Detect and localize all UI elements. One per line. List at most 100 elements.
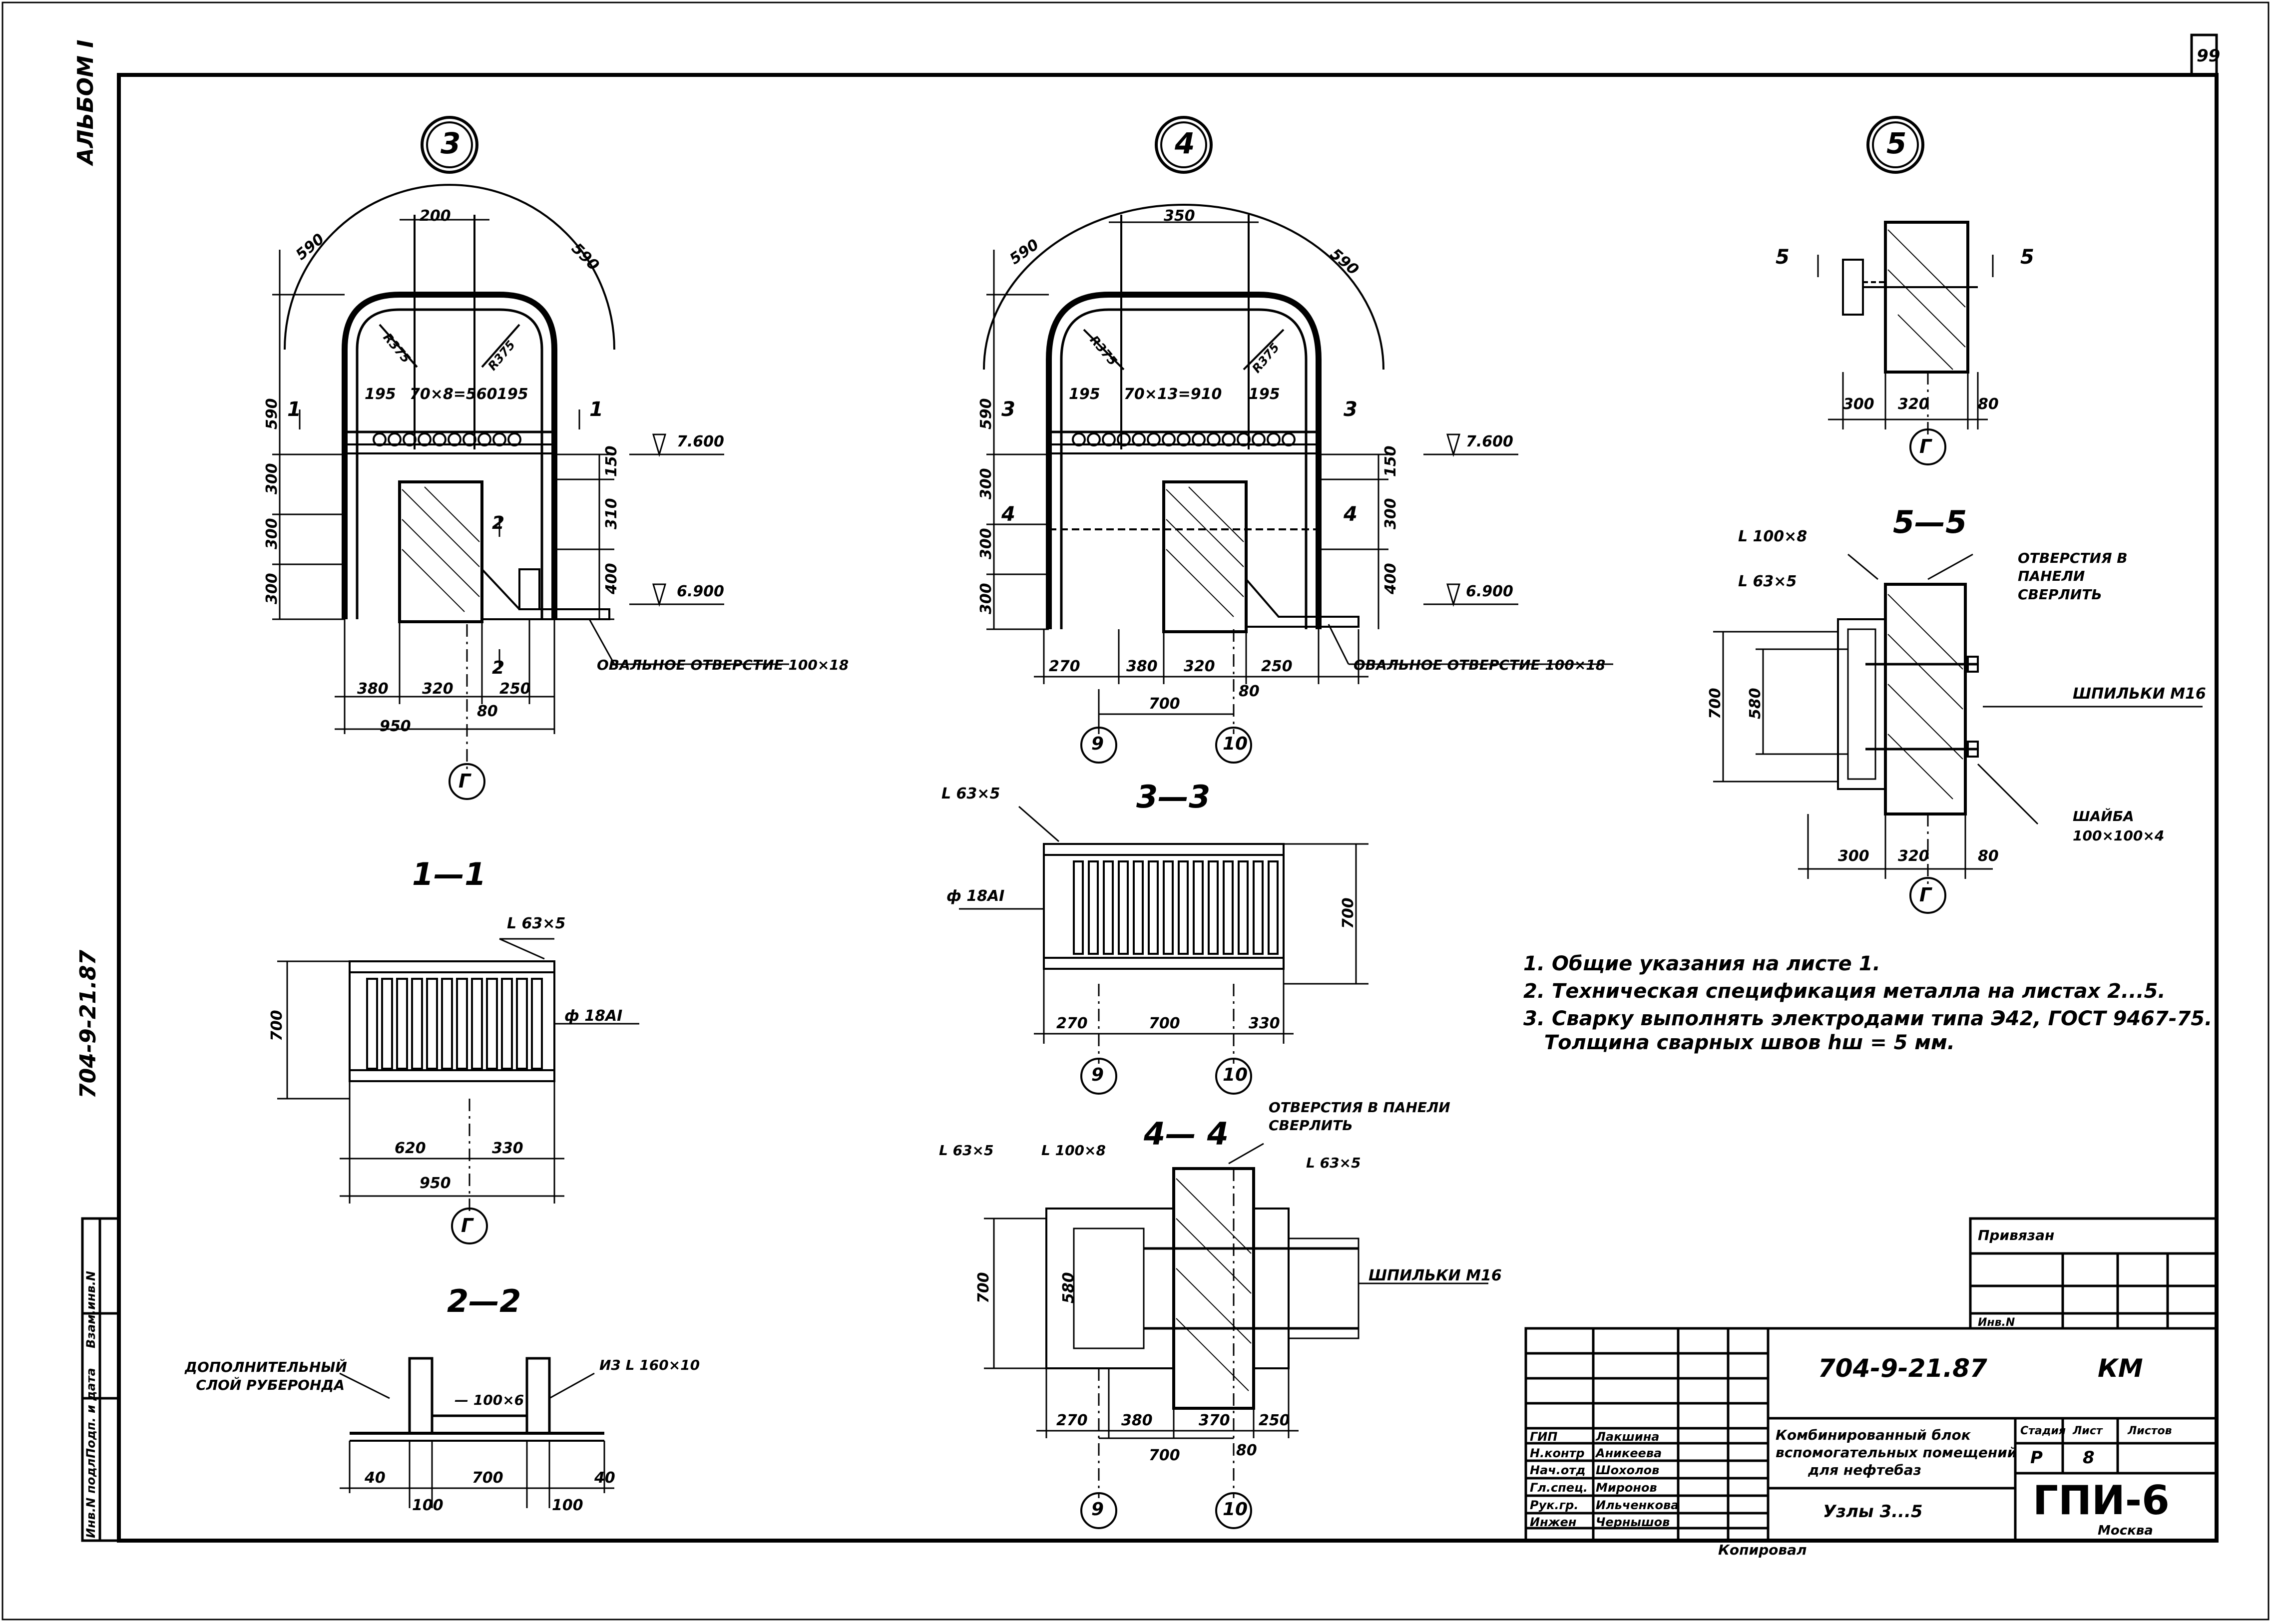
s44-axis-10: 10 — [1223, 1499, 1248, 1520]
n3-spacing-mid: 70×8=560 — [410, 386, 497, 403]
s11-dim-950: 950 — [420, 1175, 451, 1192]
s22-dim-100-l: 100 — [412, 1497, 444, 1514]
node-3-drawing — [272, 116, 789, 800]
s44-stud: ШПИЛЬКИ М16 — [1368, 1267, 1502, 1284]
s33-dim-700-v: 700 — [1340, 897, 1357, 929]
s11-dim-700: 700 — [268, 1010, 286, 1041]
s44-dim-380: 380 — [1121, 1412, 1153, 1429]
s11-dim-620: 620 — [395, 1140, 426, 1157]
s44-note: ОТВЕРСТИЯ В ПАНЕЛИ СВЕРЛИТЬ — [1269, 1099, 1450, 1134]
n4-b-320: 320 — [1184, 658, 1215, 675]
n3-level-7600: 7.600 — [677, 433, 724, 450]
n3-h-300a: 300 — [263, 463, 281, 494]
s55-dim-80: 80 — [1978, 847, 1999, 865]
tb-sheet-label: Лист — [2073, 1425, 2103, 1437]
n4-section-3-left: 3 — [1001, 398, 1015, 421]
page-number: 99 — [2197, 46, 2221, 66]
n4-h-300: 300 — [1382, 498, 1399, 529]
tb-role-4: Гл.спец. — [1530, 1481, 1588, 1495]
s44-title: 4— 4 — [1144, 1116, 1229, 1152]
n5-section-right: 5 — [2020, 246, 2034, 269]
tb-stage: Р — [2030, 1448, 2043, 1468]
n4-h-300b: 300 — [977, 528, 995, 559]
tb-privyazan: Привязан — [1978, 1227, 2055, 1243]
s44-angle-100: L 100×8 — [1041, 1142, 1106, 1159]
s55-dim-580: 580 — [1747, 688, 1764, 719]
s33-angle: L 63×5 — [941, 785, 1000, 803]
side-stamp-1: Инв.N подл. — [84, 1454, 98, 1538]
n3-b-950: 950 — [380, 718, 411, 735]
s33-title: 3—3 — [1136, 779, 1211, 815]
s33-dim-270: 270 — [1056, 1015, 1088, 1032]
tb-name-6: Чернышов — [1596, 1515, 1670, 1529]
tb-inv-no: Инв.N — [1978, 1316, 2015, 1329]
tb-stage-label: Стадия — [2020, 1425, 2066, 1437]
n3-section-1-right: 1 — [589, 398, 603, 421]
tb-role-6: Инжен — [1530, 1515, 1577, 1529]
tb-mark: КМ — [2098, 1354, 2143, 1383]
tb-name-5: Ильченкова — [1596, 1498, 1679, 1512]
n3-spacing-195-r: 195 — [497, 386, 528, 403]
n4-spacing-195-l: 195 — [1069, 386, 1100, 403]
s55-note: ОТВЕРСТИЯ В ПАНЕЛИ СВЕРЛИТЬ — [2018, 550, 2128, 603]
s55-dim-700: 700 — [1707, 688, 1724, 719]
side-stamp-3: Взам.инв.N — [84, 1271, 98, 1348]
node-4-marker: 4 — [1175, 126, 1195, 160]
s33-axis-9: 9 — [1091, 1065, 1104, 1085]
n4-b-250: 250 — [1261, 658, 1293, 675]
page-number-box — [2190, 33, 2218, 76]
n3-h-400: 400 — [603, 563, 620, 594]
n3-b-320: 320 — [422, 680, 454, 698]
title-block-lines — [1524, 1217, 2218, 1542]
n3-b-250: 250 — [499, 680, 531, 698]
s44-dim-270: 270 — [1056, 1412, 1088, 1429]
s11-bar: ф 18АI — [564, 1007, 623, 1025]
side-doc-code: 704-9-21.87 — [75, 949, 101, 1099]
tb-city: Москва — [2098, 1523, 2153, 1538]
n3-level-6900: 6.900 — [677, 583, 724, 600]
n4-section-4-right: 4 — [1344, 503, 1358, 526]
n5-b-300: 300 — [1843, 396, 1874, 413]
s22-plate: — 100×6 — [454, 1392, 524, 1408]
section-5-5-drawing — [1713, 553, 2203, 914]
s22-title: 2—2 — [447, 1283, 521, 1319]
tb-sheet: 8 — [2083, 1448, 2095, 1468]
section-4-4-drawing — [984, 1143, 1488, 1529]
album-label: АЛЬБОМ I — [73, 39, 98, 165]
s44-dim-700: 700 — [1149, 1447, 1180, 1464]
n4-h-300a: 300 — [977, 468, 995, 499]
s22-dim-100-r: 100 — [552, 1497, 583, 1514]
s33-bar: ф 18АI — [946, 887, 1005, 905]
n4-dim-350: 350 — [1164, 207, 1195, 225]
n3-b-380: 380 — [357, 680, 389, 698]
s44-dim-370: 370 — [1199, 1412, 1230, 1429]
n4-h-400: 400 — [1382, 563, 1399, 594]
note-1: 1. Общие указания на листе 1. — [1523, 952, 1880, 975]
tb-role-5: Рук.гр. — [1530, 1498, 1579, 1512]
section-2-2-drawing — [339, 1357, 614, 1508]
n3-h-300b: 300 — [263, 518, 281, 549]
n3-section-1-left: 1 — [287, 398, 301, 421]
n4-axis-10: 10 — [1223, 734, 1248, 754]
s44-dim-700-v: 700 — [975, 1272, 992, 1303]
n4-b-270: 270 — [1049, 658, 1080, 675]
n5-b-320: 320 — [1898, 396, 1929, 413]
tb-name-2: Аникеева — [1596, 1446, 1662, 1460]
tb-org: ГПИ-6 — [2033, 1477, 2170, 1524]
s55-angle-63: L 63×5 — [1738, 573, 1797, 590]
node-4-drawing — [983, 116, 1613, 764]
s44-axis-9: 9 — [1091, 1499, 1104, 1520]
s22-note: ДОПОЛНИТЕЛЬНЫЙ СЛОЙ РУБЕРОНДА — [185, 1359, 347, 1394]
tb-project-line-3: для нефтебаз — [1808, 1462, 1921, 1478]
n4-spacing-195-r: 195 — [1249, 386, 1280, 403]
n3-oval-note: ОВАЛЬНОЕ ОТВЕРСТИЕ 100×18 — [597, 657, 849, 673]
s44-dim-250: 250 — [1259, 1412, 1290, 1429]
n3-h-310: 310 — [603, 498, 620, 529]
tb-role-1: ГИП — [1530, 1430, 1558, 1444]
s11-dim-330: 330 — [492, 1140, 523, 1157]
tb-role-3: Нач.отд — [1530, 1463, 1586, 1477]
s44-dim-80: 80 — [1236, 1442, 1257, 1459]
node-5-marker: 5 — [1886, 126, 1907, 160]
